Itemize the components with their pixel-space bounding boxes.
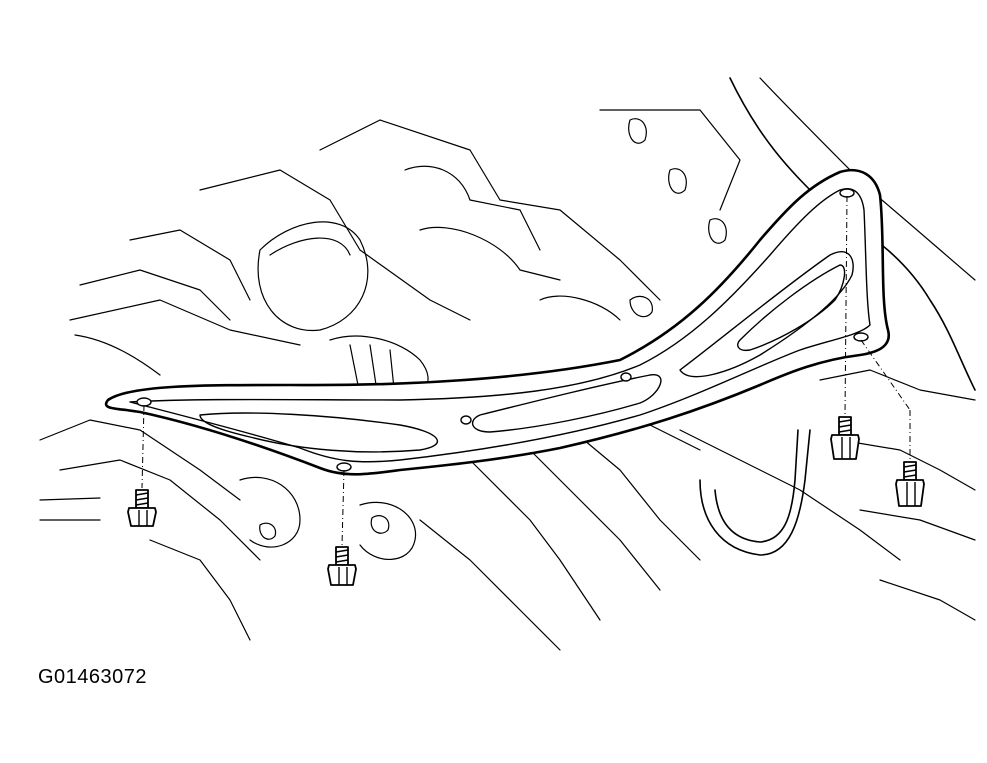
underbody-background xyxy=(39,77,976,651)
crossmember-bracket xyxy=(104,168,891,476)
bolt-leader-lines xyxy=(141,195,911,546)
figure-caption: G01463072 xyxy=(38,666,148,688)
bolt xyxy=(830,416,860,460)
bolt xyxy=(895,461,925,507)
bolt xyxy=(127,489,157,527)
bolt xyxy=(327,546,357,586)
